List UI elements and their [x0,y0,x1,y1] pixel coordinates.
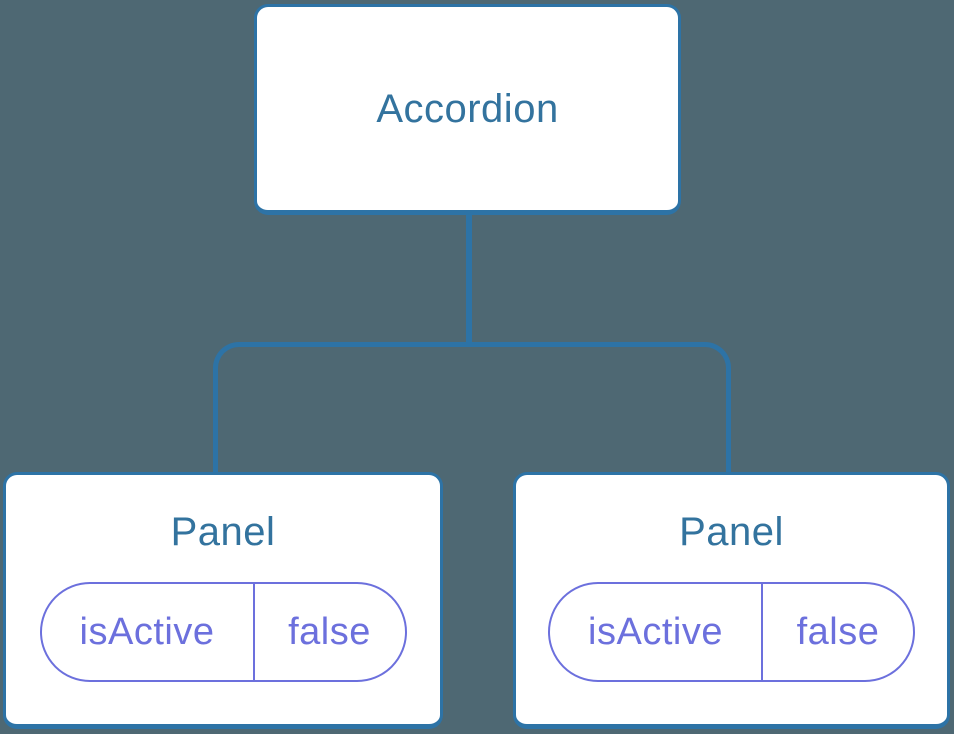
accordion-node-label: Accordion [376,86,559,131]
state-key: isActive [550,584,763,680]
state-key: isActive [42,584,255,680]
connector-branch-bracket [213,342,731,472]
panel-1-label: Panel [170,510,276,554]
panel-1-state-pill: isActive false [39,582,407,682]
tree-node-panel-1: Panel isActive false [3,472,443,729]
panel-2-state-pill: isActive false [548,582,915,682]
panel-2-label: Panel [679,510,784,554]
tree-node-accordion: Accordion [254,4,681,215]
state-value: false [796,610,880,653]
state-value: false [288,610,371,653]
tree-node-panel-2: Panel isActive false [513,472,950,729]
connector-root-stub [466,214,472,343]
